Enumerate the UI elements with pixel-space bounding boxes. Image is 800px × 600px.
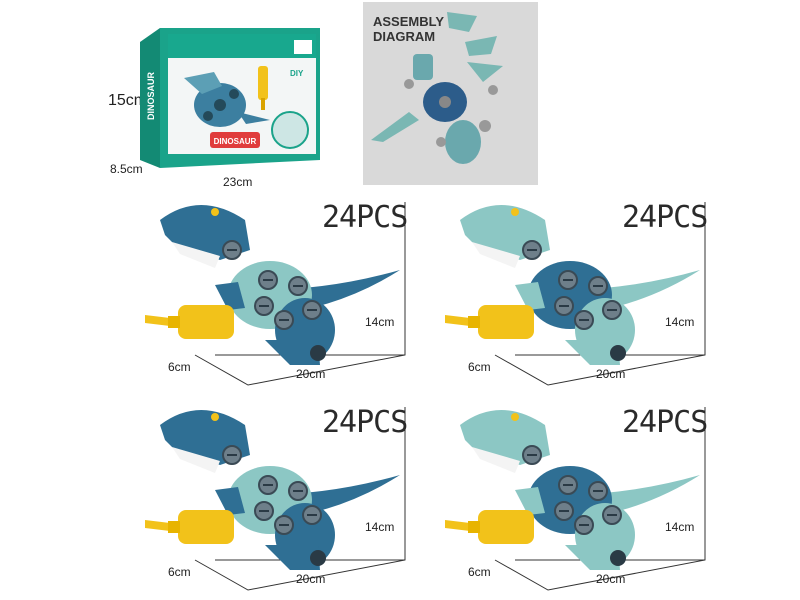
variant-panel-1: 24PCS 14cm 6cm 20cm <box>0 190 410 395</box>
height-dimension-label: 14cm <box>365 315 395 329</box>
box-screwdriver-icon <box>258 66 268 100</box>
assembly-diagram: ASSEMBLY DIAGRAM <box>363 2 538 185</box>
dinosaur-toy-illustration <box>145 407 406 591</box>
depth-dimension-label: 6cm <box>468 360 491 374</box>
dinosaur-toy-illustration <box>145 202 406 386</box>
length-dimension-label: 20cm <box>296 572 326 586</box>
height-dimension-label: 14cm <box>665 315 695 329</box>
depth-dimension-label: 6cm <box>168 565 191 579</box>
package-depth-label: 8.5cm <box>110 162 143 176</box>
length-dimension-label: 20cm <box>596 572 626 586</box>
piece-count-label: 24PCS <box>622 405 708 440</box>
svg-text:DIY: DIY <box>290 69 304 78</box>
height-dimension-label: 14cm <box>665 520 695 534</box>
assembly-title-line2: DIAGRAM <box>373 29 436 44</box>
screwdriver-icon <box>445 305 534 339</box>
package-height-label: 15cm <box>108 92 148 109</box>
length-dimension-label: 20cm <box>596 367 626 381</box>
piece-count-label: 24PCS <box>322 200 408 235</box>
assembly-title-line1: ASSEMBLY <box>373 14 445 29</box>
depth-dimension-label: 6cm <box>168 360 191 374</box>
depth-dimension-label: 6cm <box>468 565 491 579</box>
assembly-title: ASSEMBLY DIAGRAM <box>373 14 444 44</box>
package-width-label: 23cm <box>223 175 253 189</box>
box-side-brand: DINOSAUR <box>146 71 156 120</box>
screwdriver-icon <box>445 510 534 544</box>
dinosaur-toy-illustration <box>445 407 706 591</box>
piece-count-label: 24PCS <box>622 200 708 235</box>
length-dimension-label: 20cm <box>296 367 326 381</box>
dinosaur-toy-illustration <box>445 202 706 386</box>
screwdriver-icon <box>145 305 234 339</box>
variant-panel-2: 24PCS 14cm 6cm 20cm <box>300 190 710 395</box>
exploded-parts-illustration <box>371 12 503 164</box>
variant-panel-3: 24PCS 14cm 6cm 20cm <box>0 395 410 600</box>
box-dino-illustration <box>184 72 270 127</box>
variant-panel-4: 24PCS 14cm 6cm 20cm <box>300 395 710 600</box>
height-dimension-label: 14cm <box>365 520 395 534</box>
package-box: DINOSAUR DINOSAUR DIY <box>140 20 320 168</box>
piece-count-label: 24PCS <box>322 405 408 440</box>
svg-text:DINOSAUR: DINOSAUR <box>214 137 257 146</box>
screwdriver-icon <box>145 510 234 544</box>
